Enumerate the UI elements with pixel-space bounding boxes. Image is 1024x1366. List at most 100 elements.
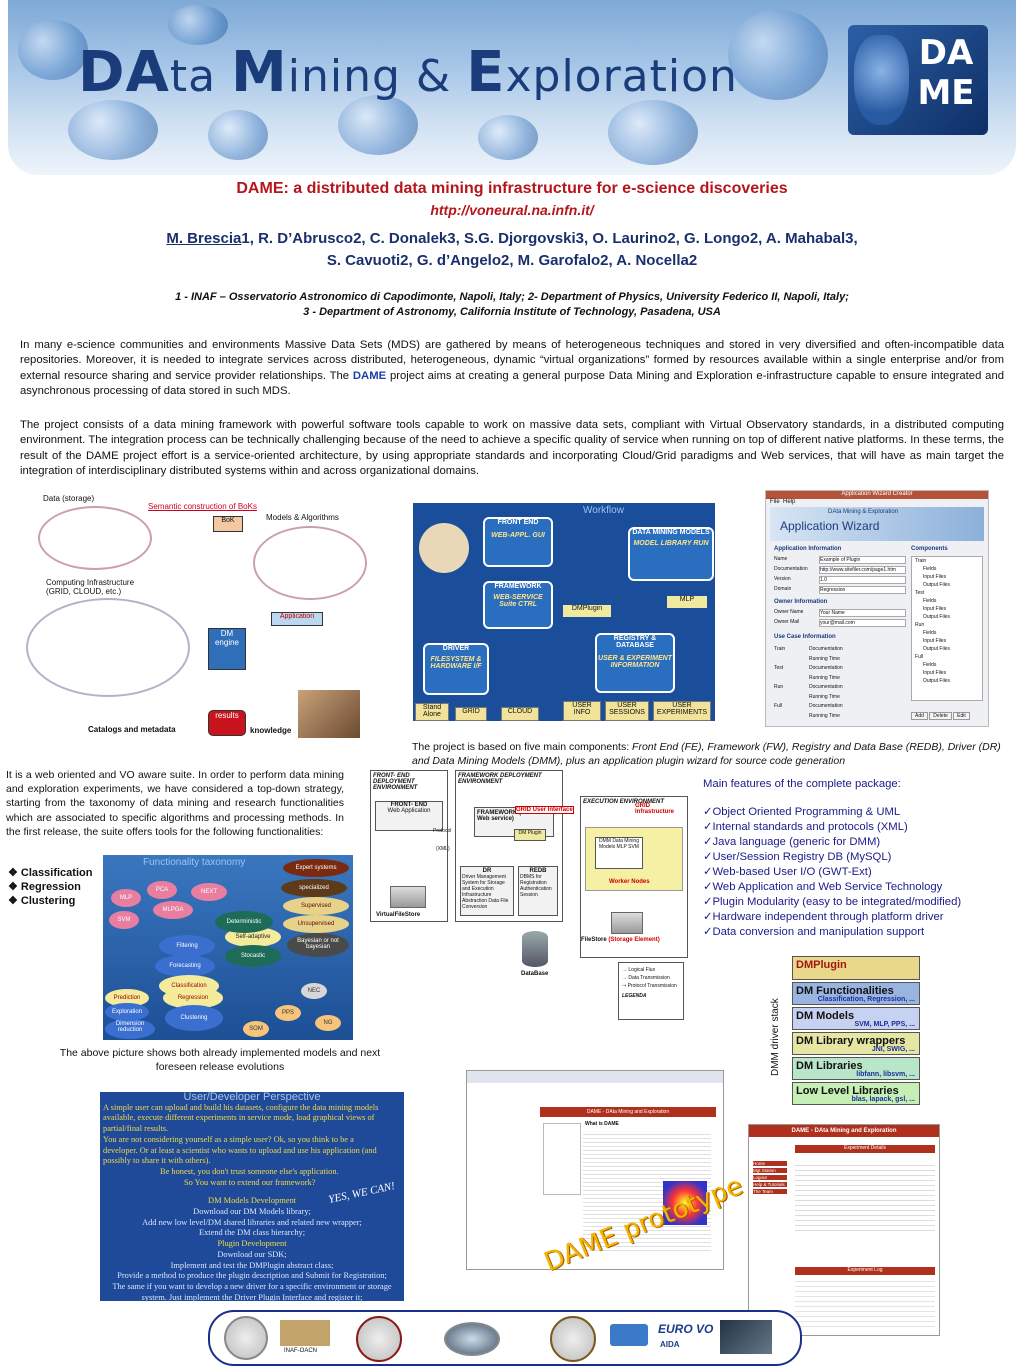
- cell-graphic: [608, 100, 698, 165]
- grid-logo-icon: [720, 1320, 772, 1354]
- architecture-caption: The project is based on five main compon…: [412, 741, 1001, 767]
- catalogs-label: Catalogs and metadata: [88, 725, 176, 734]
- cell-graphic: [338, 95, 418, 155]
- suite-description: It is a web oriented and VO aware suite.…: [6, 769, 344, 838]
- intro-paragraph-1: In many e-science communities and enviro…: [20, 339, 1005, 398]
- semantic-label: Semantic construction of BoKs: [148, 502, 257, 511]
- feature-item: ✓Object Oriented Programming & UML: [703, 806, 901, 818]
- intro-paragraph-2: The project consists of a data mining fr…: [20, 419, 1004, 478]
- cell-graphic: [168, 5, 228, 45]
- menu-logout[interactable]: Logout: [753, 1175, 787, 1180]
- stand-alone-tag: Stand Alone: [415, 703, 449, 721]
- deployment-diagram: FRONT- END DEPLOYMENT ENVIRONMENT FRONT-…: [370, 766, 690, 1021]
- first-author: M. Brescia: [166, 230, 242, 247]
- dmm-stack-label: DMM driver stack: [770, 998, 781, 1076]
- filestore-icon: [611, 912, 643, 934]
- owner-name-field[interactable]: Your Name: [819, 609, 906, 617]
- cell-graphic: [478, 115, 538, 160]
- functionality-list: ❖ Classification ❖ Regression ❖ Clusteri…: [8, 867, 93, 907]
- stack-layer-dmplugin: DMPlugin: [792, 956, 920, 980]
- legend-box: → Logical Flux → Data Transmission ⇢ Pro…: [618, 962, 684, 1020]
- prototype-screenshot-2: DAME - DAta Mining and Exploration Home …: [748, 1124, 940, 1336]
- observatory-icon: [280, 1320, 330, 1346]
- database-icon: [522, 931, 548, 967]
- cell-graphic: [208, 110, 268, 160]
- domain-field[interactable]: Regression: [819, 586, 906, 594]
- taxonomy-figure: Functionality taxonomy Expert systems sp…: [103, 855, 353, 1040]
- feature-item: ✓Web Application and Web Service Technol…: [703, 881, 943, 893]
- partner-logo-icon: [610, 1324, 648, 1346]
- name-field[interactable]: Example of Plugin: [819, 556, 906, 564]
- dmplugin-box: DMPlugin: [563, 605, 611, 617]
- doc-field[interactable]: http://www.sitefiler.com/page1.htm: [819, 566, 906, 574]
- user-experiments-tag: USER EXPERIMENTS: [653, 701, 711, 721]
- application-box: Application: [271, 612, 323, 626]
- fw-env-box: FRAMEWORK DEPLOYMENT ENVIRONMENT FRAMEWO…: [455, 770, 563, 922]
- feature-item: ✓Internal standards and protocols (XML): [703, 821, 908, 833]
- astronomy-logo-icon: [444, 1322, 500, 1356]
- university-seal-icon: [356, 1316, 402, 1362]
- storage-cloud: [38, 506, 152, 570]
- owner-mail-field[interactable]: your@mail.com: [819, 619, 906, 627]
- cell-graphic: [18, 20, 88, 80]
- exec-env-box: EXECUTION ENVIRONMENT GRID Infrastructur…: [580, 796, 688, 958]
- workflow-title: Workflow: [583, 505, 624, 516]
- wizard-heading: Application Wizard: [780, 519, 880, 533]
- user-info-tag: USER INFO: [563, 701, 601, 721]
- affiliations: 1 - INAF – Osservatorio Astronomico di C…: [175, 291, 849, 318]
- computing-label: Computing Infrastructure (GRID, CLOUD, e…: [46, 578, 135, 596]
- edit-button[interactable]: Edit: [953, 712, 970, 720]
- poster-title: DAME: a distributed data mining infrastr…: [236, 180, 788, 197]
- menu-mgt[interactable]: Mgt Station: [753, 1168, 787, 1173]
- data-storage-label: Data (storage): [43, 494, 95, 503]
- computing-cloud: [26, 598, 190, 697]
- delete-button[interactable]: Delete: [929, 712, 952, 720]
- cloud-tag: CLOUD: [501, 707, 539, 721]
- architecture-figure: Data (storage) Semantic construction of …: [8, 490, 388, 740]
- user-figure: [419, 523, 469, 573]
- add-button[interactable]: Add: [911, 712, 928, 720]
- user-developer-panel: User/Developer Perspective A simple user…: [100, 1092, 404, 1302]
- italy-emblem-icon: [550, 1316, 596, 1362]
- project-url[interactable]: http://voneural.na.infn.it/: [430, 202, 594, 218]
- side-menu: [543, 1123, 581, 1195]
- footer-logo-strip: INAF-OACN EURO VO AIDA: [208, 1310, 802, 1366]
- nav-menu: Home Mgt Station Logout Help & Tutorials…: [753, 1161, 787, 1281]
- banner-title: DAta Mining & Exploration: [78, 40, 738, 105]
- grid-tag: GRID: [455, 707, 487, 721]
- menu-help[interactable]: Help & Tutorials: [753, 1182, 787, 1187]
- feature-item: ✓Plugin Modularity (easy to be integrate…: [703, 896, 962, 908]
- menu-team[interactable]: The Team: [753, 1189, 787, 1194]
- mlp-box: MLP: [667, 596, 707, 608]
- dm-engine-box: DM engine: [208, 628, 246, 670]
- vfs-icon: [390, 886, 426, 908]
- menu-home[interactable]: Home: [753, 1161, 787, 1166]
- bok-box: BoK: [213, 516, 243, 532]
- feature-item: ✓Java language (generic for DMM): [703, 836, 881, 848]
- version-field[interactable]: 1.0: [819, 576, 906, 584]
- models-label: Models & Algorithms: [266, 513, 339, 522]
- cell-graphic: [68, 100, 158, 160]
- taxonomy-title: Functionality taxonomy: [143, 857, 246, 868]
- knowledge-label: knowledge: [250, 726, 292, 735]
- face-graphic: [854, 35, 909, 125]
- feature-item: ✓User/Session Registry DB (MySQL): [703, 851, 892, 863]
- fe-env-box: FRONT- END DEPLOYMENT ENVIRONMENT FRONT-…: [370, 770, 448, 922]
- inaf-seal-icon: [224, 1316, 268, 1360]
- wizard-window: Application Wizard Creator File Help DAt…: [765, 490, 989, 727]
- feature-item: ✓Hardware independent through platform d…: [703, 911, 944, 923]
- feature-item: ✓Web-based User I/O (GWT-Ext): [703, 866, 872, 878]
- results-box: results: [208, 710, 246, 736]
